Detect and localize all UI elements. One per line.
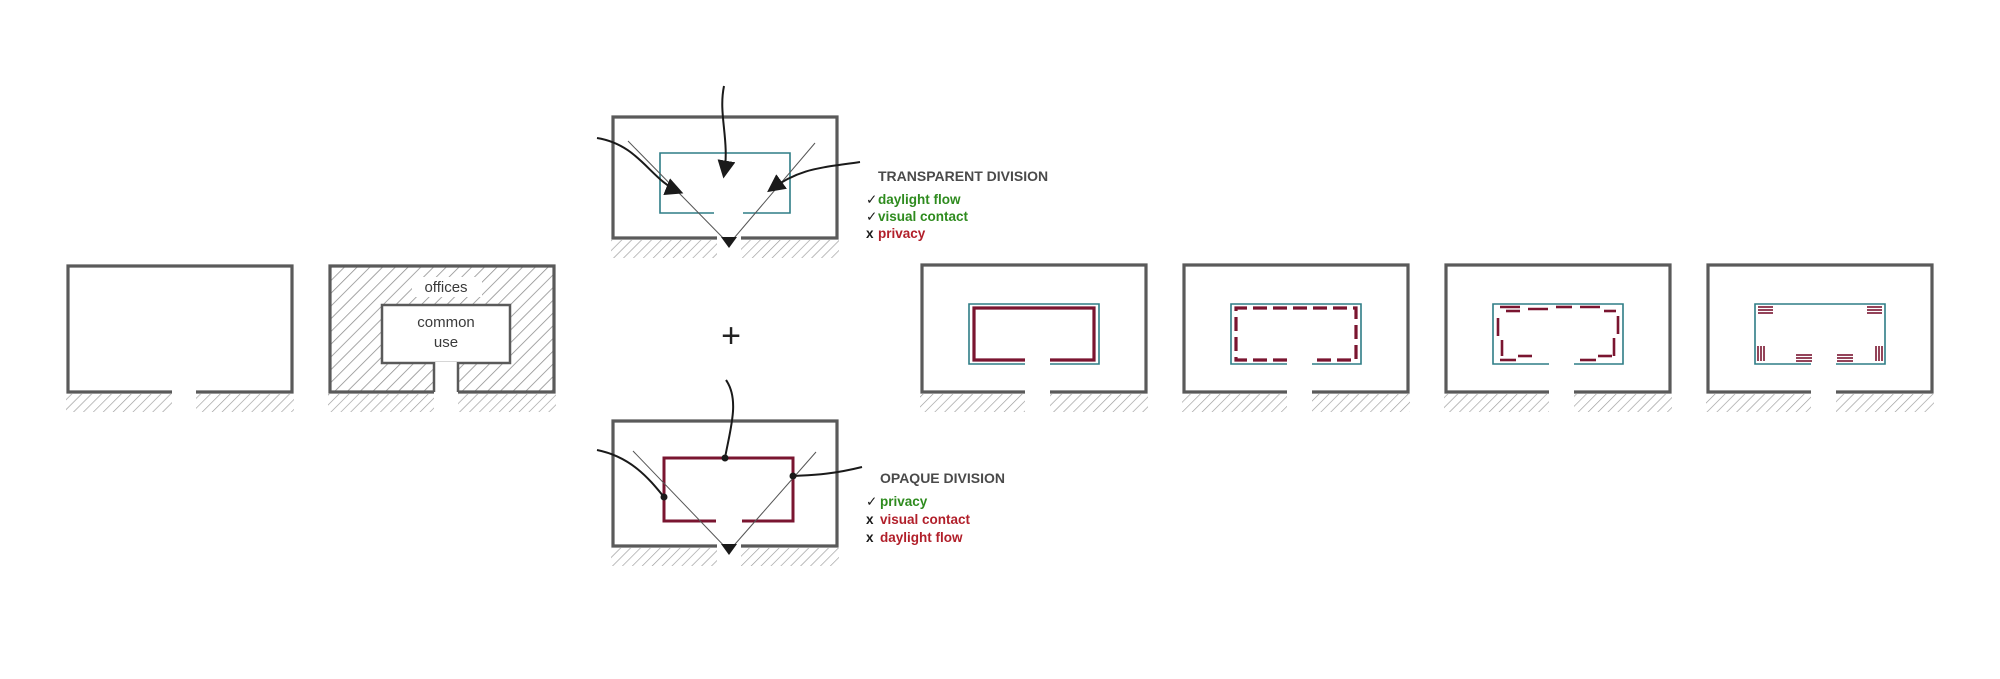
daylight-arrow-left <box>596 137 684 195</box>
opaque-con-daylight: daylight flow <box>880 530 963 545</box>
check-icon: ✓ <box>866 209 877 224</box>
plan-transparent-division <box>596 85 861 258</box>
common-use-room <box>380 303 512 365</box>
dashed-opaque-wall-icon <box>1234 306 1358 362</box>
blocked-light-top <box>724 379 735 459</box>
plan-zoning: offices common use <box>328 264 556 412</box>
ground-hatch <box>66 394 172 412</box>
ground-hatch <box>196 394 294 412</box>
ground-hatch <box>1706 394 1811 412</box>
ground-hatch <box>1182 394 1287 412</box>
transparent-pro-daylight: daylight flow <box>878 192 961 207</box>
cross-icon: x <box>866 512 874 527</box>
transparent-division-title: TRANSPARENT DIVISION <box>878 168 1048 184</box>
opaque-division-legend: OPAQUE DIVISION ✓ privacy x visual conta… <box>866 470 1005 545</box>
variant-solid-opaque <box>920 263 1148 412</box>
transparent-division-legend: TRANSPARENT DIVISION ✓ daylight flow ✓ v… <box>866 168 1048 241</box>
daylight-arrow-top <box>717 85 736 179</box>
offices-label: offices <box>424 279 467 296</box>
opaque-pro-privacy: privacy <box>880 494 928 509</box>
opaque-division-title: OPAQUE DIVISION <box>880 470 1005 486</box>
variant-corner-panels <box>1706 263 1934 412</box>
check-icon: ✓ <box>866 192 877 207</box>
cross-icon: x <box>866 530 874 545</box>
plus-symbol: + <box>721 317 741 355</box>
ground-hatch <box>458 394 556 412</box>
check-icon: ✓ <box>866 494 877 509</box>
variant-dashed-opaque <box>1182 263 1410 412</box>
blocked-light-left <box>596 449 665 498</box>
ground-hatch <box>1574 394 1672 412</box>
ground-hatch <box>1050 394 1148 412</box>
opaque-con-visual: visual contact <box>880 512 971 527</box>
plan-opaque-division <box>596 379 863 566</box>
daylight-arrow-right <box>767 161 861 193</box>
common-use-label-line2: use <box>434 334 458 351</box>
ground-hatch <box>1312 394 1410 412</box>
blocked-light-right <box>792 466 863 477</box>
ground-hatch <box>741 240 839 258</box>
transparent-pro-visual: visual contact <box>878 209 969 224</box>
plan-empty <box>66 264 294 412</box>
ground-hatch <box>1836 394 1934 412</box>
sparse-dashed-opaque-wall-icon <box>1496 305 1620 362</box>
variant-sparse-dashed-opaque <box>1444 263 1672 412</box>
corner-opaque-panels-icon <box>1757 306 1883 362</box>
common-use-label-line1: common <box>417 314 475 331</box>
cross-icon: x <box>866 226 874 241</box>
ground-hatch <box>328 394 434 412</box>
ground-hatch <box>1444 394 1549 412</box>
ground-hatch <box>611 240 717 258</box>
solid-opaque-wall-icon <box>972 306 1096 362</box>
opaque-partition <box>662 456 795 523</box>
ground-hatch <box>741 548 839 566</box>
transparent-con-privacy: privacy <box>878 226 926 241</box>
ground-hatch <box>611 548 717 566</box>
ground-hatch <box>920 394 1025 412</box>
